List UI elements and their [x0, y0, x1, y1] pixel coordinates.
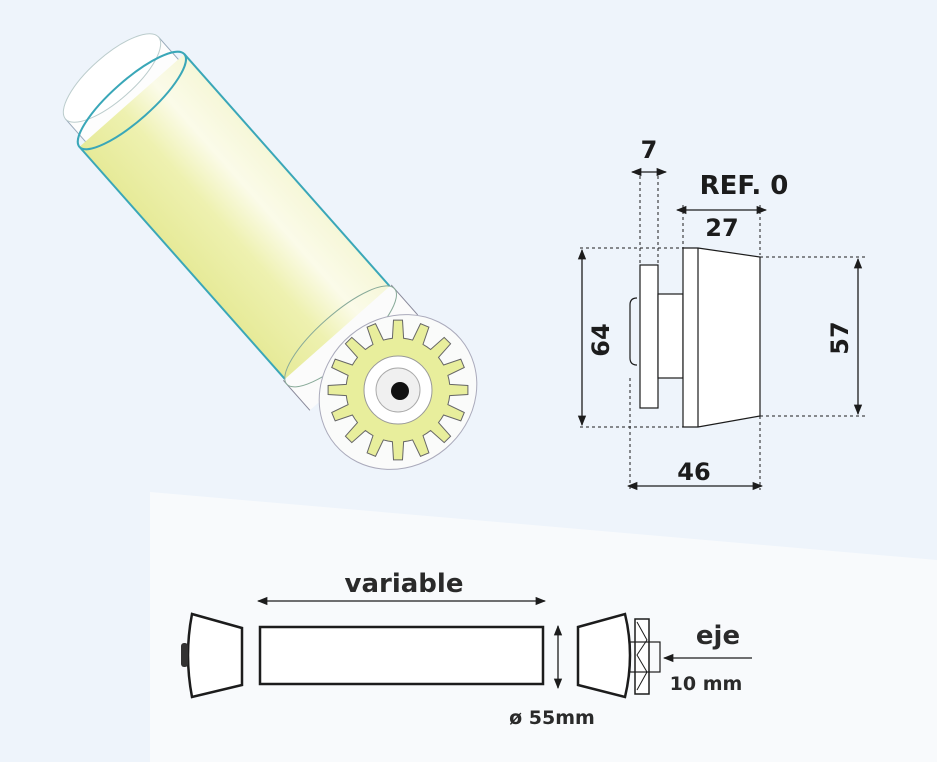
- tube-body: [79, 54, 397, 387]
- dim-flange-width: 7: [641, 136, 658, 164]
- diameter-label: ø 55mm: [509, 707, 595, 729]
- axle-hole: [391, 382, 409, 400]
- tube-section: [258, 625, 545, 686]
- left-end-cap: [186, 612, 244, 699]
- axle-label: eje: [696, 621, 740, 651]
- axle-size-label: 10 mm: [670, 673, 743, 695]
- dim-cap-length: 27: [705, 214, 738, 242]
- ref-label: REF. 0: [700, 171, 789, 201]
- dim-inner-diameter: 57: [826, 321, 854, 354]
- length-label: variable: [345, 569, 464, 599]
- right-end-cap: [576, 612, 632, 699]
- detail-side-view: [577, 167, 865, 491]
- dim-outer-diameter: 64: [587, 323, 615, 356]
- assembly-view: [181, 612, 661, 699]
- roller-tube-3d: [62, 33, 419, 411]
- dim-total-length: 46: [677, 458, 710, 486]
